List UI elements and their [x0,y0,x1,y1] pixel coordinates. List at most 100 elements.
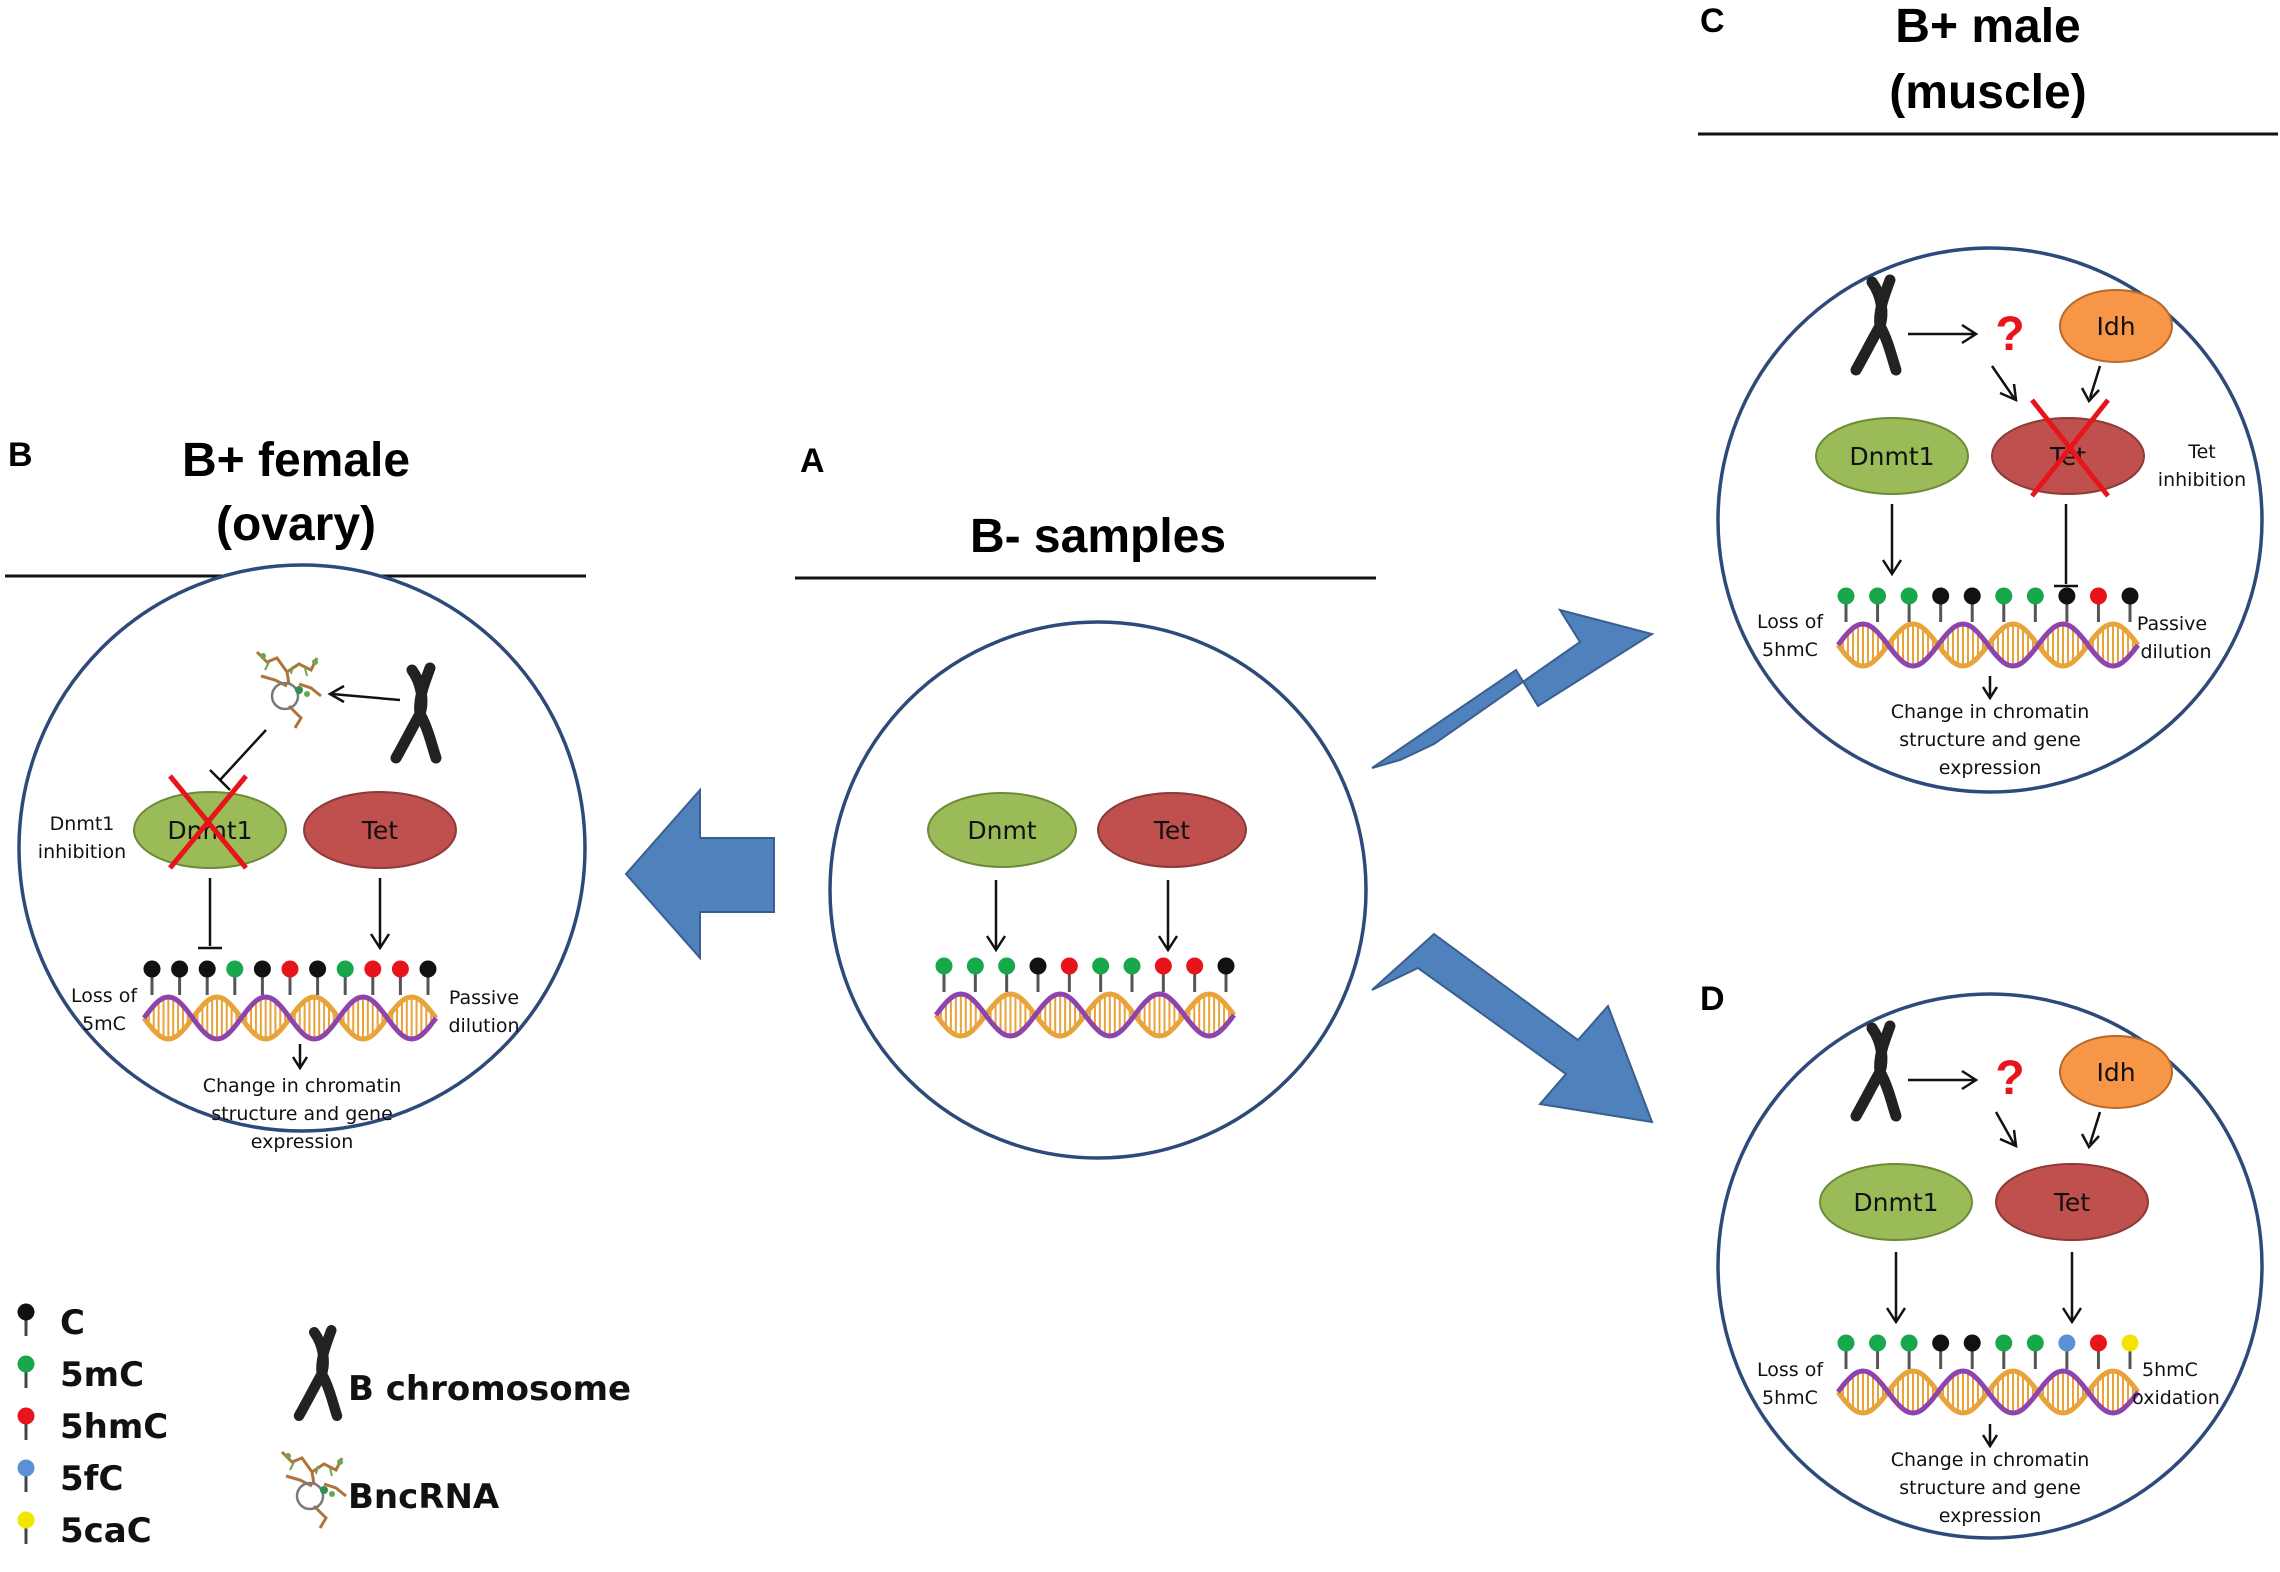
idh-label: Idh [2096,312,2135,341]
methylation-pin [2058,587,2076,622]
methylation-pin [171,960,189,995]
panel-a: A B- samples Dnmt Tet [795,442,1376,1160]
methylation-pin [226,960,244,995]
unknown-factor-question: ? [1995,308,2024,361]
legend-5fc-label: 5fC [60,1459,123,1499]
inhibition-cross-icon [2030,398,2110,498]
dnmt1-label: Dnmt1 [1853,1188,1938,1217]
arrow-a-to-c [1371,608,1655,769]
panel-c: C B+ male (muscle) ? Idh Dnmt1 Tet [1698,0,2278,794]
panel-a-circle [828,620,1368,1160]
tet-label: Tet [1153,816,1190,845]
methylation-pin [998,957,1016,992]
idh-ellipse: Idh [2059,289,2173,363]
panel-b-arrows [198,684,401,1071]
methylation-pin [1217,957,1235,992]
panel-b: B B+ female (ovary) Dnmt1 Tet Dnmt1 inhi… [5,434,587,1153]
legend-5mc-label: 5mC [60,1355,144,1395]
panel-c-letter: C [1700,2,1725,40]
dnmt1-ellipse-inhibited: Dnmt1 [133,774,287,870]
panel-d: D ? Idh Dnmt1 Tet Loss of 5hmC 5hmC oxid… [1700,980,2264,1540]
hmc-oxidation-2: oxidation [2132,1387,2220,1409]
legend-5cac: 5caC [17,1511,152,1551]
methylation-pin [143,960,161,995]
dnmt1-ellipse: Dnmt1 [1815,417,1969,495]
chromatin-change-2: structure and gene [1899,729,2081,751]
chromatin-change-3: expression [251,1131,354,1153]
methylation-pin [2089,587,2107,622]
methylation-pin [1092,957,1110,992]
tet-label: Tet [2053,1188,2090,1217]
methylation-pin [2121,1334,2139,1369]
methylation-pin [1932,1334,1950,1369]
panel-b-circle [17,563,587,1133]
tet-ellipse: Tet [1097,792,1247,868]
passive-dilution-2: dilution [2140,641,2211,663]
methylation-pin [1837,1334,1855,1369]
panel-c-title-line1: B+ male [1895,0,2080,53]
methylation-pin [309,960,327,995]
legend: C 5mC 5hmC 5fC 5caC B chromosome BncRNA [17,1303,631,1551]
hmc-oxidation-1: 5hmC [2142,1359,2198,1381]
tet-inhibition-label-2: inhibition [2158,469,2246,491]
methylation-pin [2026,587,2044,622]
dnmt-label: Dnmt [967,816,1036,845]
chromatin-change-3: expression [1939,757,2042,779]
big-arrows [624,608,1655,1124]
methylation-pin [336,960,354,995]
panel-b-title-line2: (ovary) [216,498,376,551]
legend-b-chromosome: B chromosome [348,1369,631,1409]
passive-dilution-2: dilution [448,1015,519,1037]
passive-dilution-1: Passive [449,987,519,1009]
bncrna-legend-icon [280,1450,348,1530]
methylation-pin [1029,957,1047,992]
methylation-pin [1060,957,1078,992]
methylation-pin [1932,587,1950,622]
5cac-mark-icon [17,1511,35,1544]
dna-helix-b [141,960,439,1042]
methylation-pin [1869,587,1887,622]
methylation-pin [253,960,271,995]
methylation-pin [2026,1334,2044,1369]
methylation-pin [1154,957,1172,992]
5hmc-mark-icon [17,1407,35,1440]
panel-d-arrows [1885,1069,2102,1449]
arrow-a-to-b [624,787,775,961]
unknown-factor-question: ? [1995,1052,2024,1105]
panel-b-title-line1: B+ female [182,434,410,487]
methylation-pin [935,957,953,992]
loss-label-2: 5mC [82,1013,126,1035]
legend-c: C [17,1303,85,1343]
idh-label: Idh [2096,1058,2135,1087]
methylation-pin [1995,587,2013,622]
chromatin-change-3: expression [1939,1505,2042,1527]
methylation-pin [2089,1334,2107,1369]
chromatin-change-2: structure and gene [211,1103,393,1125]
legend-c-label: C [60,1303,85,1343]
tet-inhibition-label-1: Tet [2187,441,2216,463]
loss-label-1: Loss of [1757,611,1824,633]
legend-5cac-label: 5caC [60,1511,152,1551]
panel-b-letter: B [8,436,33,474]
5fc-mark-icon [17,1459,35,1492]
panel-d-letter: D [1700,980,1725,1018]
dnmt1-ellipse: Dnmt1 [1819,1163,1973,1241]
methylation-pin [1837,587,1855,622]
methylation-pin [1869,1334,1887,1369]
panel-c-title-line2: (muscle) [1889,66,2086,119]
chromatin-change-1: Change in chromatin [1891,1449,2090,1471]
b-chromosome-legend-icon [299,1330,337,1416]
dnmt-ellipse: Dnmt [927,792,1077,868]
panel-a-letter: A [800,442,825,480]
panel-a-title: B- samples [970,510,1226,563]
idh-ellipse: Idh [2059,1035,2173,1109]
dnmt1-label: Dnmt1 [1849,442,1934,471]
methylation-pin [1900,1334,1918,1369]
methylation-pin [419,960,437,995]
legend-5mc: 5mC [17,1355,144,1395]
legend-bncrna: BncRNA [348,1477,500,1517]
methylation-pin [364,960,382,995]
5mc-mark-icon [17,1355,35,1388]
legend-5hmc: 5hmC [17,1407,168,1447]
